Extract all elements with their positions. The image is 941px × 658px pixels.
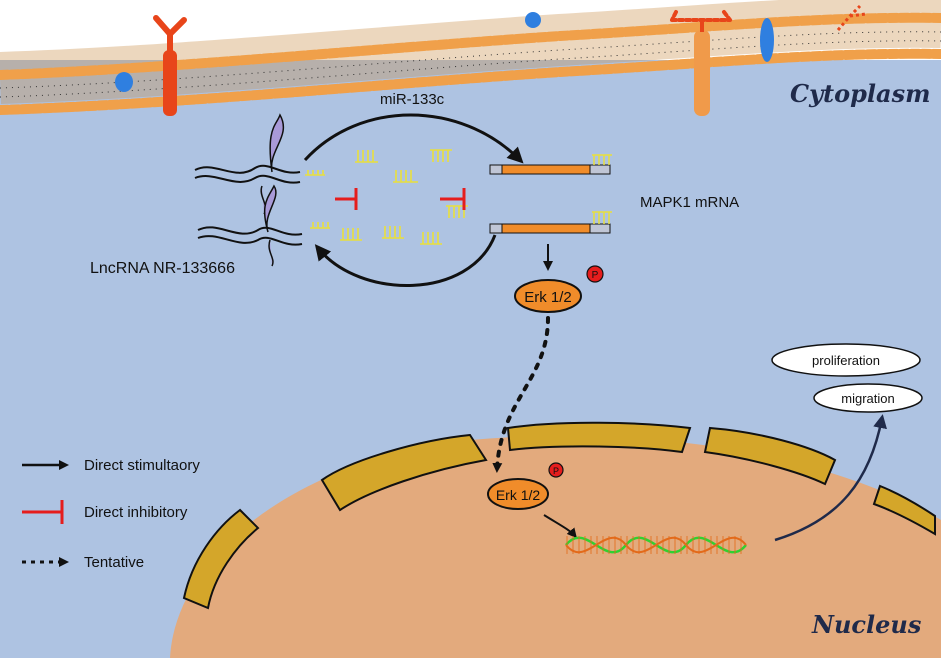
receptor-left xyxy=(153,15,187,116)
legend-tentative-label: Tentative xyxy=(84,554,144,571)
nuclear-envelope xyxy=(182,421,936,610)
mirna-fragments xyxy=(340,149,468,245)
envelope-segment-2 xyxy=(506,421,692,454)
membrane-protein-blue-2 xyxy=(525,12,541,28)
membrane-protein-blue-1 xyxy=(115,72,133,92)
arrow-dna-to-outcomes xyxy=(774,414,887,542)
cytoplasm-label: Cytoplasm xyxy=(790,79,931,108)
lncrna-loop-2 xyxy=(263,184,277,233)
phospho-badge-cyto xyxy=(586,265,604,283)
dna-helix xyxy=(565,536,747,554)
arrow-lnc-to-mrna xyxy=(303,113,524,164)
arrow-mrna-to-lnc xyxy=(314,234,497,287)
cell-membrane xyxy=(0,0,941,115)
legend-inhibitory-label: Direct inhibitory xyxy=(84,504,188,521)
inhibition-marks xyxy=(335,188,466,210)
erk-cytoplasm: Erk 1/2 P xyxy=(514,265,604,313)
proliferation-label: proliferation xyxy=(812,353,880,368)
outcome-proliferation: proliferation xyxy=(771,343,921,377)
envelope-segment-5 xyxy=(872,484,936,536)
envelope-segment-1 xyxy=(320,433,488,512)
phospho-label-cyto: P xyxy=(592,270,599,281)
outcome-migration: migration xyxy=(813,383,923,413)
erk-nuc-label: Erk 1/2 xyxy=(496,487,541,503)
legend-inhibitory-symbol xyxy=(22,500,64,524)
arrow-erk-to-dna xyxy=(543,514,577,539)
receptor-right xyxy=(670,10,732,116)
lncrna-loop-1 xyxy=(269,113,285,173)
glycan-chain xyxy=(836,4,867,31)
lncrna-label: LncRNA NR-133666 xyxy=(90,260,235,277)
lncrna-structure xyxy=(194,113,330,267)
mirna-label: miR-133c xyxy=(380,91,445,108)
phospho-label-nuc: P xyxy=(553,466,559,476)
legend: Direct stimultaory Direct inhibitory Ten… xyxy=(22,457,200,571)
erk-nucleus: Erk 1/2 P xyxy=(487,462,564,510)
legend-stimulatory-label: Direct stimultaory xyxy=(84,457,200,474)
membrane-protein-blue-3 xyxy=(760,18,774,62)
extracellular-space xyxy=(0,0,941,60)
envelope-segment-3 xyxy=(703,426,837,486)
erk-cyto-label: Erk 1/2 xyxy=(524,289,572,306)
phospho-badge-nuc xyxy=(548,462,564,478)
nucleus-label: Nucleus xyxy=(811,610,922,639)
envelope-segment-4 xyxy=(182,508,260,610)
mapk1-mrna xyxy=(489,154,612,234)
migration-label: migration xyxy=(841,391,894,406)
mrna-label: MAPK1 mRNA xyxy=(640,194,739,211)
membrane-proteins xyxy=(115,4,867,116)
